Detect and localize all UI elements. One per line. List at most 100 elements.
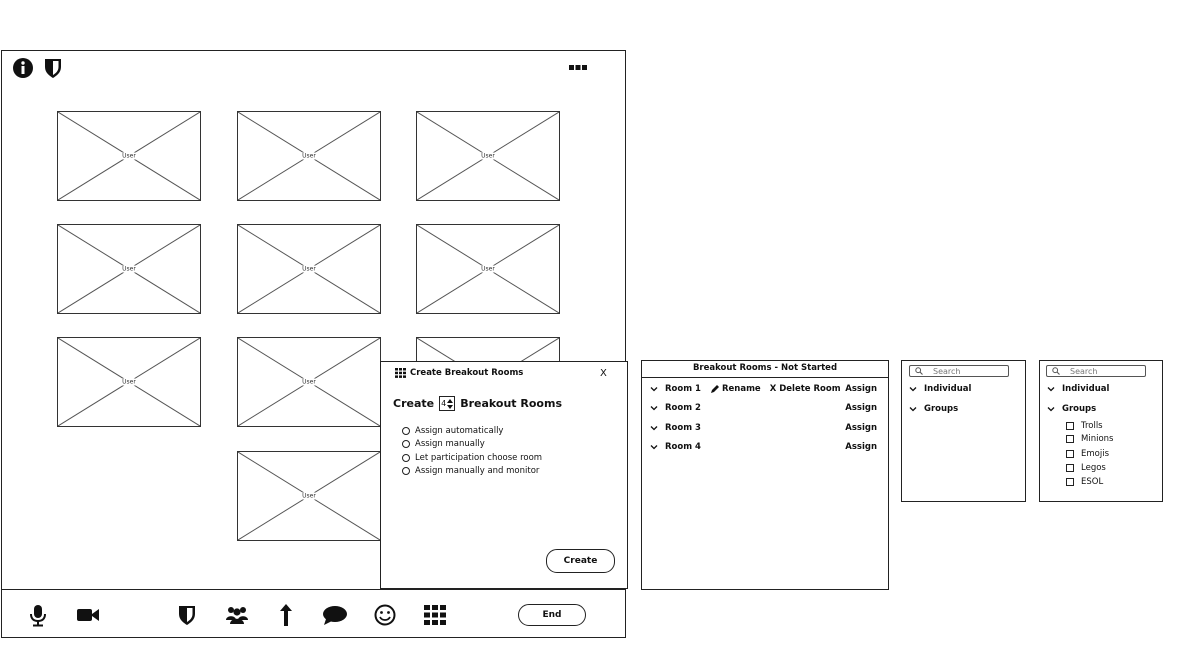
assign-link[interactable]: Assign [845,384,877,394]
assign-link[interactable]: Assign [845,442,877,452]
share-arrow-icon[interactable] [273,602,299,628]
more-options-icon[interactable] [568,63,588,73]
group-checkbox[interactable] [1066,463,1074,472]
tree-item-groups[interactable]: Groups [909,402,958,415]
group-checkbox[interactable] [1066,449,1074,458]
tree-item-label: Individual [924,383,972,394]
tile-user-label: User [479,265,497,273]
group-checkbox[interactable] [1066,434,1074,443]
breakout-rooms-icon[interactable] [422,602,448,628]
group-item[interactable]: Minions [1066,432,1113,445]
group-label: Minions [1081,433,1114,444]
room-row[interactable]: Room 3 Assign [650,421,880,435]
room-name: Room 3 [665,423,701,433]
create-prefix-label: Create [393,397,435,410]
tree-item-individual[interactable]: Individual [1047,382,1109,395]
radio-button[interactable] [402,467,410,476]
option-label: Assign automatically [415,425,504,436]
assign-participants-panel-expanded [1039,360,1163,502]
tile-user-label: User [120,152,138,160]
search-input[interactable]: Search [1046,365,1146,377]
group-item[interactable]: Trolls [1066,419,1103,432]
chevron-down-icon[interactable] [1047,405,1055,413]
search-icon [1052,367,1060,375]
video-tile[interactable]: User [237,224,381,314]
end-meeting-button[interactable]: End [518,604,586,626]
option-assign-automatically[interactable]: Assign automatically [402,424,542,438]
room-name: Room 4 [665,442,701,452]
create-suffix-label: Breakout Rooms [460,397,562,410]
video-tile[interactable]: User [416,224,560,314]
tree-item-label: Individual [1062,383,1110,394]
room-name: Room 1 [665,384,701,394]
chat-icon[interactable] [322,602,348,628]
chevron-down-icon[interactable] [650,404,658,412]
chevron-down-icon[interactable] [909,405,917,413]
option-participants-choose[interactable]: Let participation choose room [402,451,542,465]
chevron-down-icon[interactable] [650,443,658,451]
reactions-icon[interactable] [372,602,398,628]
option-label: Assign manually and monitor [415,466,540,477]
dialog-title: Create Breakout Rooms [395,368,523,378]
room-count-stepper[interactable]: 4 [439,396,456,411]
close-button[interactable]: X [600,368,607,379]
room-count-value: 4 [441,399,447,408]
rename-link[interactable]: Rename [721,384,761,394]
chevron-down-icon[interactable] [909,385,917,393]
room-row[interactable]: Room 1 Rename X Delete Room Assign [650,382,880,396]
pencil-icon[interactable] [710,384,720,394]
group-checkbox[interactable] [1066,477,1074,486]
option-assign-manually-monitor[interactable]: Assign manually and monitor [402,465,542,479]
header-divider [641,377,889,378]
assign-participants-panel [901,360,1026,502]
option-label: Let participation choose room [415,452,543,463]
stepper-arrows-icon[interactable] [447,398,454,409]
tree-item-individual[interactable]: Individual [909,382,971,395]
search-input[interactable]: Search [909,365,1009,377]
assign-link[interactable]: Assign [845,423,877,433]
search-icon [915,367,923,375]
tile-user-label: User [120,378,138,386]
video-tile[interactable]: User [57,337,201,427]
breakout-rooms-icon [395,368,406,378]
group-checkbox[interactable] [1066,421,1074,430]
video-tile[interactable]: User [57,111,201,201]
shield-icon[interactable] [174,602,200,628]
radio-button[interactable] [402,440,410,449]
group-item[interactable]: ESOL [1066,475,1103,488]
radio-button[interactable] [402,426,410,435]
video-tile[interactable]: User [57,224,201,314]
group-item[interactable]: Emojis [1066,447,1109,460]
video-tile[interactable]: User [237,111,381,201]
participants-icon[interactable] [224,602,250,628]
delete-room-link[interactable]: X Delete Room [769,384,841,394]
create-button[interactable]: Create [546,549,615,573]
group-item[interactable]: Legos [1066,461,1106,474]
video-camera-icon[interactable] [75,602,101,628]
assignment-options: Assign automatically Assign manually Let… [402,424,542,478]
group-label: Trolls [1081,420,1103,431]
video-tile[interactable]: User [237,337,381,427]
tree-item-label: Groups [1062,403,1097,414]
video-tile[interactable]: User [416,111,560,201]
info-icon[interactable] [12,57,34,79]
group-label: Legos [1081,462,1106,473]
toolbar-divider [1,589,626,590]
tile-user-label: User [300,378,318,386]
tile-user-label: User [300,492,318,500]
assign-link[interactable]: Assign [845,403,877,413]
option-assign-manually[interactable]: Assign manually [402,438,542,452]
chevron-down-icon[interactable] [650,385,658,393]
shield-icon[interactable] [42,57,64,79]
room-row[interactable]: Room 4 Assign [650,440,880,454]
chevron-down-icon[interactable] [1047,385,1055,393]
tile-user-label: User [300,152,318,160]
dialog-title-text: Create Breakout Rooms [410,368,524,378]
room-row[interactable]: Room 2 Assign [650,401,880,415]
radio-button[interactable] [402,453,410,462]
room-name: Room 2 [665,403,701,413]
microphone-icon[interactable] [25,602,51,628]
tree-item-groups[interactable]: Groups [1047,402,1096,415]
chevron-down-icon[interactable] [650,424,658,432]
video-tile[interactable]: User [237,451,381,541]
